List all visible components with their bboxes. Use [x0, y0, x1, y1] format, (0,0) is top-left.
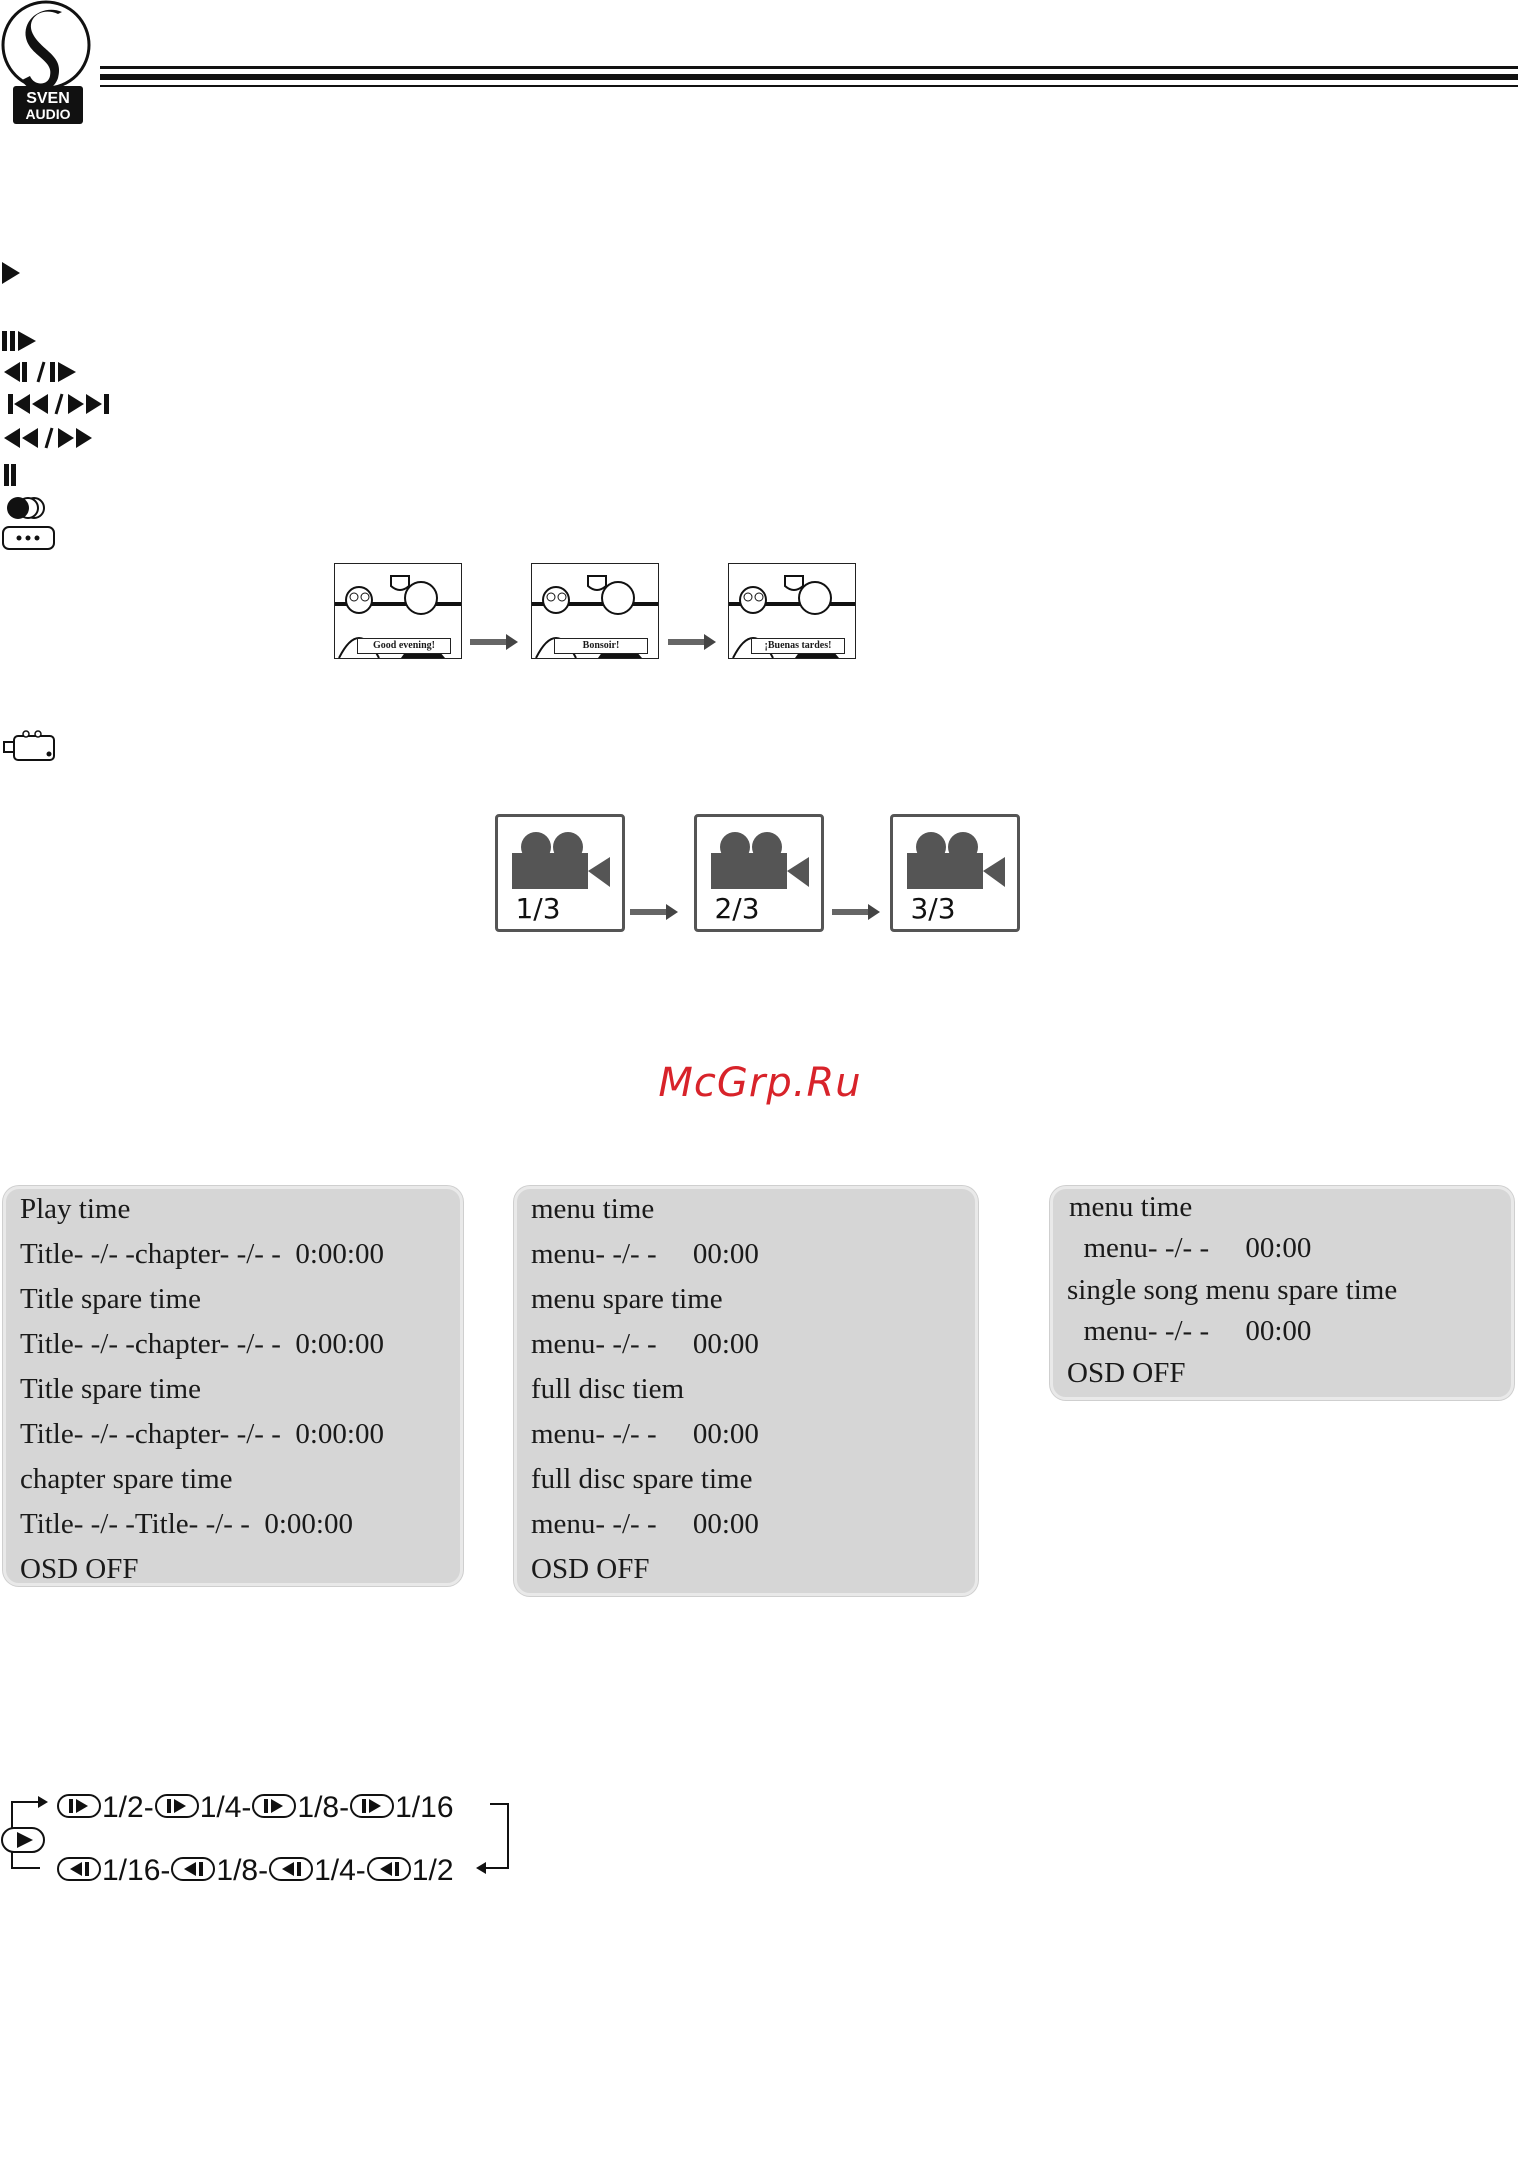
- slow-speed-label: 1/8-: [297, 1791, 350, 1824]
- slow-forward-icon: [349, 1793, 395, 1824]
- slow-forward-row: 1/2- 1/4- 1/8- 1/16: [56, 1790, 454, 1826]
- pause-icon: [0, 462, 20, 488]
- rewind-fast-forward-icon: [0, 424, 104, 452]
- osd-panel-menu: menu time menu- -/- - 00:00 menu spare t…: [514, 1186, 978, 1596]
- panel-line: menu- -/- - 00:00: [531, 1508, 759, 1540]
- slow-speed-label: 1/2: [411, 1854, 454, 1887]
- panel-line: menu- -/- - 00:00: [1069, 1232, 1312, 1264]
- osd-panel-single-song: menu time menu- -/- - 00:00 single song …: [1050, 1186, 1514, 1400]
- slow-speed-label: 1/8-: [216, 1854, 269, 1887]
- panel-line: Play time: [20, 1193, 131, 1225]
- slow-speed-label: 1/4-: [199, 1791, 252, 1824]
- panel-line: single song menu spare time: [1067, 1274, 1398, 1306]
- watermark: McGrp.Ru: [658, 1060, 862, 1106]
- arrow-right-icon: [630, 904, 680, 925]
- brand-line1: SVEN: [26, 90, 70, 107]
- repeat-icon: [0, 494, 48, 522]
- slow-reverse-icon: [366, 1856, 412, 1887]
- angle-frame: 1/3: [495, 814, 625, 932]
- brand-line2: AUDIO: [25, 106, 71, 122]
- subtitle-caption: Bonsoir!: [554, 638, 648, 654]
- panel-line: Title spare time: [20, 1283, 201, 1315]
- slow-cycle-bracket: [0, 1790, 520, 1905]
- panel-line: OSD OFF: [1067, 1357, 1186, 1389]
- angle-label: 1/3: [515, 892, 561, 925]
- slow-speed-label: 1/4-: [314, 1854, 366, 1887]
- panel-line: Title- -/- -Title- -/- - 0:00:00: [20, 1508, 353, 1540]
- header-rule: [100, 66, 1518, 69]
- slow-forward-icon: [154, 1793, 200, 1824]
- play-icon: [0, 260, 24, 286]
- subtitle-frame: Good evening!: [334, 563, 462, 659]
- panel-line: Title- -/- -chapter- -/- - 0:00:00: [20, 1328, 384, 1360]
- subtitle-frame: Bonsoir!: [531, 563, 659, 659]
- arrow-right-icon: [668, 634, 718, 655]
- slow-reverse-icon: [56, 1856, 102, 1887]
- angle-frame: 2/3: [694, 814, 824, 932]
- panel-line: chapter spare time: [20, 1463, 233, 1495]
- panel-line: OSD OFF: [531, 1553, 650, 1585]
- slow-speed-label: 1/16: [395, 1791, 454, 1824]
- panel-line: full disc spare time: [531, 1463, 753, 1495]
- slow-speed-label: 1/16-: [102, 1854, 171, 1887]
- subtitle-caption: Good evening!: [357, 638, 451, 654]
- panel-line: menu spare time: [531, 1283, 723, 1315]
- arrow-right-icon: [470, 634, 520, 655]
- angle-label: 2/3: [714, 892, 760, 925]
- slow-reverse-icon: [170, 1856, 216, 1887]
- angle-button-icon: [0, 728, 60, 764]
- header-rule-thin: [100, 85, 1518, 87]
- panel-line: menu- -/- - 00:00: [531, 1418, 759, 1450]
- panel-line: menu- -/- - 00:00: [531, 1328, 759, 1360]
- arrow-right-icon: [832, 904, 882, 925]
- angle-frame: 3/3: [890, 814, 1020, 932]
- skip-prev-next-icon: [0, 390, 118, 418]
- slow-forward-icon: [56, 1793, 102, 1824]
- panel-line: menu- -/- - 00:00: [531, 1238, 759, 1270]
- panel-line: Title- -/- -chapter- -/- - 0:00:00: [20, 1238, 384, 1270]
- step-forward-icon: [0, 328, 44, 354]
- panel-line: full disc tiem: [531, 1373, 685, 1405]
- panel-line: Title- -/- -chapter- -/- - 0:00:00: [20, 1418, 384, 1450]
- osd-panel-title: Play time Title- -/- -chapter- -/- - 0:0…: [3, 1186, 463, 1586]
- panel-line: menu time: [531, 1193, 655, 1225]
- slow-speed-label: 1/2-: [102, 1791, 154, 1824]
- slow-forward-icon: [251, 1793, 297, 1824]
- slow-reverse-row: 1/16- 1/8- 1/4- 1/2: [56, 1853, 454, 1889]
- panel-line: Title spare time: [20, 1373, 201, 1405]
- header-rule-thick: [100, 74, 1518, 80]
- angle-label: 3/3: [910, 892, 956, 925]
- slow-reverse-icon: [268, 1856, 314, 1887]
- subtitle-frame: ¡Buenas tardes!: [728, 563, 856, 659]
- panel-line: OSD OFF: [20, 1553, 139, 1585]
- panel-line: menu time: [1069, 1191, 1193, 1223]
- panel-line: menu- -/- - 00:00: [1069, 1315, 1312, 1347]
- subtitle-button-icon: [0, 524, 58, 552]
- sven-audio-logo: SVEN AUDIO: [0, 0, 96, 126]
- subtitle-caption: ¡Buenas tardes!: [751, 638, 845, 654]
- frame-back-forward-icon: [0, 358, 84, 386]
